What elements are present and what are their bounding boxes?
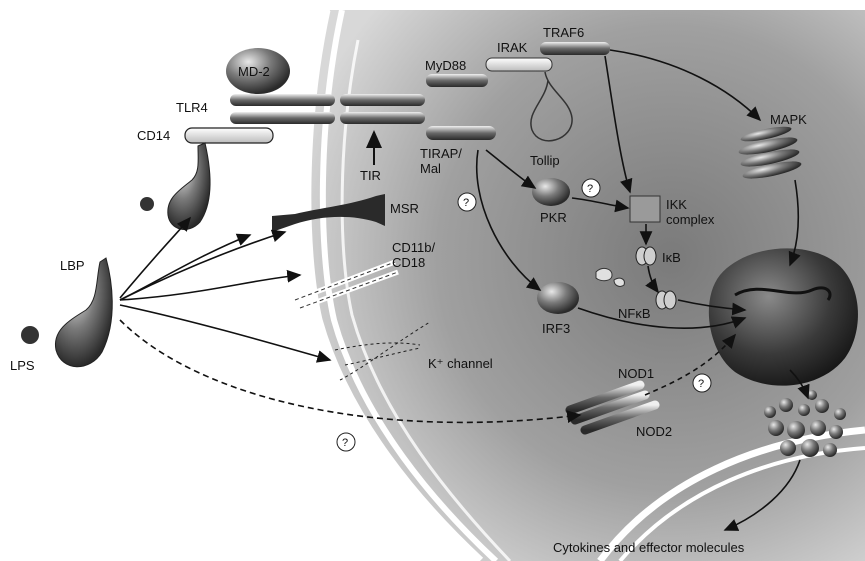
cd11b-label: CD11b/ — [392, 240, 436, 255]
lps-label: LPS — [10, 358, 35, 373]
nfkb-protein — [656, 291, 676, 309]
traf6-label: TRAF6 — [543, 25, 584, 40]
pkr-protein — [532, 178, 570, 206]
msr-label: MSR — [390, 201, 419, 216]
lps-molecule — [21, 326, 39, 344]
tollip-label: Tollip — [530, 153, 560, 168]
ikb-label: IκB — [662, 250, 681, 265]
ikk-complex — [630, 196, 660, 222]
irf3-label: IRF3 — [542, 321, 570, 336]
nfkb-label: NFκB — [618, 306, 651, 321]
k-channel-label: K⁺ channel — [428, 356, 493, 371]
irak-protein — [486, 58, 552, 71]
svg-text:?: ? — [698, 378, 704, 390]
mal-label: Mal — [420, 161, 441, 176]
lbp-lps-complex — [55, 258, 112, 367]
tlr4-label: TLR4 — [176, 100, 208, 115]
svg-text:?: ? — [587, 183, 593, 195]
nod1-label: NOD1 — [618, 366, 654, 381]
ikb-protein — [636, 247, 656, 265]
irak-label: IRAK — [497, 40, 528, 55]
irf3-protein — [537, 282, 579, 314]
cd18-label: CD18 — [392, 255, 425, 270]
svg-text:?: ? — [342, 437, 348, 449]
tirap-protein — [426, 126, 496, 140]
traf6-protein — [540, 42, 610, 55]
tirap-label: TIRAP/ — [420, 146, 462, 161]
pkr-label: PKR — [540, 210, 567, 225]
lps-molecule-small — [140, 197, 154, 211]
myd88-label: MyD88 — [425, 58, 466, 73]
cd14-protein — [185, 128, 273, 143]
nod2-label: NOD2 — [636, 424, 672, 439]
cd14-label: CD14 — [137, 128, 170, 143]
lbp-label: LBP — [60, 258, 85, 273]
ikk-label: IKK — [666, 197, 687, 212]
mapk-label: MAPK — [770, 112, 807, 127]
cytokines-label: Cytokines and effector molecules — [553, 540, 745, 555]
myd88-protein — [426, 74, 488, 87]
svg-text:?: ? — [463, 197, 469, 209]
tir-label: TIR — [360, 168, 381, 183]
cd14-lbp-complex — [168, 143, 210, 229]
md2-label: MD-2 — [238, 64, 270, 79]
ikk-complex-label: complex — [666, 212, 715, 227]
nucleus — [709, 248, 858, 385]
